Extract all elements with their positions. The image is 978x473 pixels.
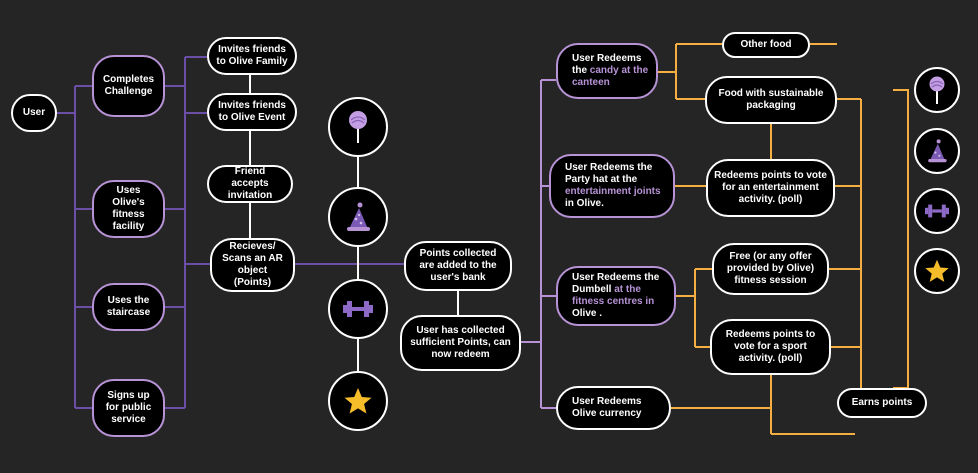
redeem-dumbell-node: User Redeems the Dumbell at the fitness … — [556, 266, 676, 326]
party-hat-icon — [347, 202, 370, 231]
fitness-facility-node: Uses Olive's fitness facility — [92, 180, 165, 238]
right-dumbbell-circle — [914, 188, 960, 234]
scans-ar-label: Recieves/ Scans an AR object (Points) — [222, 241, 283, 288]
redeem-party-suffix: in Olive. — [565, 198, 604, 209]
public-service-node: Signs up for public service — [92, 379, 165, 437]
right-party-hat-circle — [914, 128, 960, 174]
party-hat-icon — [928, 139, 947, 163]
other-food-label: Other food — [740, 39, 792, 50]
dumbbell-circle — [328, 279, 388, 339]
redeem-candy-text: User Redeems the — [572, 53, 642, 76]
redeem-party-node: User Redeems the Party hat at the entert… — [549, 154, 675, 218]
redeem-candy-node: User Redeems the candy at the canteen — [556, 43, 658, 99]
scans-ar-node: Recieves/ Scans an AR object (Points) — [210, 238, 295, 292]
redeem-currency-label: User Redeems Olive currency — [572, 396, 642, 419]
star-icon — [344, 388, 372, 414]
vote-sport-node: Redeems points to vote for a sport activ… — [710, 319, 831, 375]
redeem-dumbell-highlight: at the fitness centres in — [572, 284, 655, 307]
star-circle — [328, 371, 388, 431]
friend-accepts-node: Friend accepts invitation — [207, 165, 293, 203]
invites-family-label: Invites friends to Olive Family — [216, 44, 288, 67]
redeem-candy-label: User Redeems the candy at the canteen — [572, 53, 650, 89]
invites-family-node: Invites friends to Olive Family — [207, 37, 297, 75]
dumbbell-icon — [343, 301, 373, 317]
earns-points-node: Earns points — [837, 388, 927, 418]
sustainable-food-label: Food with sustainable packaging — [718, 88, 824, 111]
right-lollipop-circle — [914, 67, 960, 113]
free-fitness-label: Free (or any offer provided by Olive) fi… — [726, 251, 815, 286]
other-food-node: Other food — [722, 32, 810, 58]
public-service-label: Signs up for public service — [105, 390, 152, 425]
redeem-currency-node: User Redeems Olive currency — [556, 386, 671, 430]
staircase-label: Uses the staircase — [106, 295, 151, 318]
points-collected-label: Points collected are added to the user's… — [419, 248, 497, 283]
completes-challenge-label: Completes Challenge — [102, 74, 155, 97]
friend-accepts-label: Friend accepts invitation — [227, 166, 273, 201]
fitness-facility-label: Uses Olive's fitness facility — [112, 185, 145, 232]
redeem-party-label: User Redeems the Party hat at the entert… — [565, 162, 667, 210]
vote-entertainment-label: Redeems points to vote for an entertainm… — [714, 170, 827, 205]
vote-sport-label: Redeems points to vote for a sport activ… — [725, 329, 816, 364]
sustainable-food-node: Food with sustainable packaging — [705, 76, 837, 124]
redeem-dumbell-suffix: Olive . — [572, 308, 603, 319]
sufficient-points-node: User has collected sufficient Points, ca… — [400, 315, 521, 371]
redeem-candy-highlight: candy at the canteen — [572, 65, 649, 88]
party-hat-circle — [328, 187, 388, 247]
white-connectors — [249, 75, 459, 371]
invites-event-node: Invites friends to Olive Event — [207, 93, 297, 131]
earns-points-label: Earns points — [851, 397, 913, 408]
redeem-dumbell-label: User Redeems the Dumbell at the fitness … — [572, 272, 668, 320]
free-fitness-node: Free (or any offer provided by Olive) fi… — [712, 243, 829, 295]
user-node: User — [11, 94, 57, 132]
lollipop-icon — [929, 76, 945, 104]
invites-event-label: Invites friends to Olive Event — [218, 100, 286, 123]
purple-connectors — [57, 56, 404, 409]
right-star-circle — [914, 248, 960, 294]
redeem-party-highlight: entertainment joints — [565, 186, 661, 197]
vote-entertainment-node: Redeems points to vote for an entertainm… — [706, 159, 835, 217]
points-collected-node: Points collected are added to the user's… — [404, 241, 512, 291]
lavender-connectors — [521, 79, 556, 409]
redeem-dumbell-text: User Redeems the Dumbell — [572, 272, 660, 295]
dumbbell-icon — [925, 204, 949, 218]
user-label: User — [22, 107, 46, 118]
star-icon — [925, 259, 949, 282]
redeem-party-text: User Redeems the Party hat at the — [565, 162, 653, 185]
lollipop-circle — [328, 97, 388, 157]
staircase-node: Uses the staircase — [92, 283, 165, 331]
completes-challenge-node: Completes Challenge — [92, 55, 165, 117]
sufficient-points-label: User has collected sufficient Points, ca… — [410, 325, 511, 360]
lollipop-icon — [349, 111, 367, 143]
